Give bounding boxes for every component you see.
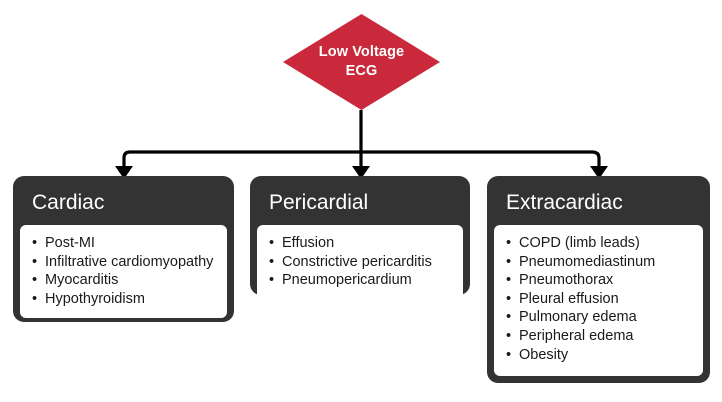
- category-card-pericardial[interactable]: Pericardial Effusion Constrictive perica…: [250, 176, 470, 300]
- category-title-cardiac: Cardiac: [32, 191, 105, 214]
- list-item: Effusion: [267, 234, 453, 253]
- list-item: Obesity: [504, 346, 693, 365]
- category-list-pericardial: Effusion Constrictive pericarditis Pneum…: [267, 234, 453, 290]
- connector-bus: [122, 150, 601, 172]
- list-item: Pneumomediastinum: [504, 253, 693, 272]
- list-item: Infiltrative cardiomyopathy: [30, 253, 217, 272]
- category-body-pericardial: Effusion Constrictive pericarditis Pneum…: [257, 225, 463, 300]
- category-body-extracardiac: COPD (limb leads) Pneumomediastinum Pneu…: [494, 225, 703, 376]
- list-item: Pneumopericardium: [267, 271, 453, 290]
- category-list-cardiac: Post-MI Infiltrative cardiomyopathy Myoc…: [30, 234, 217, 308]
- category-title-extracardiac: Extracardiac: [506, 191, 623, 214]
- category-card-extracardiac[interactable]: Extracardiac COPD (limb leads) Pneumomed…: [487, 176, 710, 383]
- diamond-shape: [283, 14, 440, 110]
- list-item: COPD (limb leads): [504, 234, 693, 253]
- list-item: Myocarditis: [30, 271, 217, 290]
- category-body-cardiac: Post-MI Infiltrative cardiomyopathy Myoc…: [20, 225, 227, 319]
- category-list-extracardiac: COPD (limb leads) Pneumomediastinum Pneu…: [504, 234, 693, 364]
- root-node-low-voltage-ecg[interactable]: Low Voltage ECG: [283, 14, 440, 110]
- list-item: Pleural effusion: [504, 290, 693, 309]
- list-item: Pneumothorax: [504, 271, 693, 290]
- list-item: Post-MI: [30, 234, 217, 253]
- list-item: Pulmonary edema: [504, 308, 693, 327]
- list-item: Constrictive pericarditis: [267, 253, 453, 272]
- list-item: Hypothyroidism: [30, 290, 217, 309]
- category-title-pericardial: Pericardial: [269, 191, 369, 214]
- category-card-cardiac[interactable]: Cardiac Post-MI Infiltrative cardiomyopa…: [13, 176, 234, 322]
- list-item: Peripheral edema: [504, 327, 693, 346]
